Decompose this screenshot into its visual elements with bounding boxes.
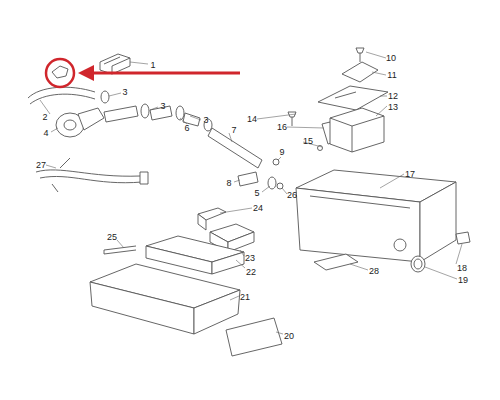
bracket-part: [100, 54, 130, 74]
callout-number: 3: [122, 87, 127, 97]
callout-number: 7: [231, 125, 236, 135]
callout-number: 8: [226, 178, 231, 188]
callout-number: 9: [279, 147, 284, 157]
callout-number: 12: [388, 91, 398, 101]
callout-number: 3: [203, 115, 208, 125]
motor-part: [330, 108, 384, 152]
callout-number: 28: [369, 266, 379, 276]
callout-number: 5: [254, 188, 259, 198]
callout-number: 19: [458, 275, 468, 285]
wire-harness: [36, 158, 142, 192]
callout-number: 10: [386, 53, 396, 63]
callout-number: 11: [387, 70, 396, 80]
callout-number: 13: [388, 102, 398, 112]
callout-number: 15: [303, 136, 313, 146]
callout-number: 1: [150, 60, 155, 70]
callout-number: 21: [240, 292, 250, 302]
callout-number: 3: [160, 101, 165, 111]
callout-number: 27: [36, 160, 46, 170]
callout-number: 6: [184, 123, 189, 133]
callout-number: 20: [284, 331, 294, 341]
callout-number: 26: [287, 190, 297, 200]
highlight-arrow: [90, 72, 240, 75]
callout-number: 14: [247, 114, 257, 124]
callout-number: 17: [405, 169, 415, 179]
callout-number: 23: [245, 253, 255, 263]
panel-part: [226, 318, 282, 356]
hose-part: [28, 87, 95, 104]
callout-number: 16: [277, 122, 287, 132]
callout-number: 22: [246, 267, 256, 277]
callout-number: 4: [43, 128, 48, 138]
callout-number: 18: [457, 263, 467, 273]
callout-number: 2: [42, 112, 47, 122]
callout-number: 24: [253, 203, 263, 213]
highlight-circle: [46, 59, 74, 87]
callout-number: 25: [107, 232, 117, 242]
arrowhead: [78, 65, 94, 81]
